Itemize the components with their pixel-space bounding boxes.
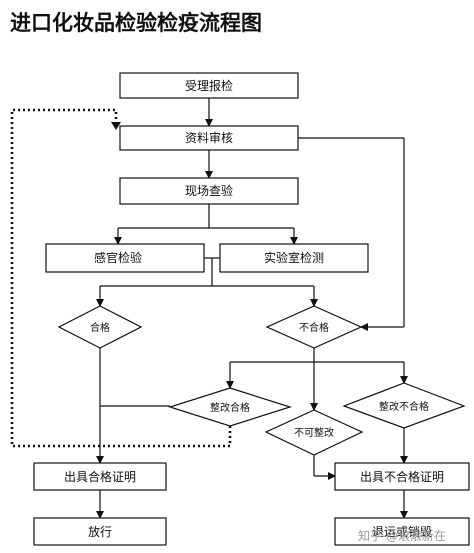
- svg-text:不可整改: 不可整改: [294, 426, 334, 439]
- decision-fail: 不合格: [265, 305, 363, 349]
- node-review: 资料审核: [119, 125, 299, 151]
- svg-text:实验室检测: 实验室检测: [264, 250, 324, 265]
- decision-not-rectifiable: 不可整改: [264, 409, 364, 456]
- watermark-text: 知乎 @滚滚新在: [358, 528, 446, 543]
- node-onsite: 现场查验: [119, 177, 299, 205]
- svg-text:出具合格证明: 出具合格证明: [64, 469, 136, 484]
- svg-text:出具不合格证明: 出具不合格证明: [360, 469, 444, 484]
- svg-text:放行: 放行: [88, 524, 112, 539]
- connectors: [96, 98, 408, 519]
- svg-text:整改不合格: 整改不合格: [379, 400, 429, 413]
- decision-rectify-pass: 整改合格: [168, 387, 292, 427]
- node-lab: 实验室检测: [219, 243, 369, 273]
- node-accept: 受理报检: [119, 72, 299, 99]
- node-pass-cert: 出具合格证明: [33, 462, 167, 491]
- node-release: 放行: [33, 517, 167, 546]
- feedback-arrowhead: [111, 122, 121, 130]
- svg-text:退运或销毁: 退运或销毁: [372, 524, 432, 539]
- decision-rectify-fail: 整改不合格: [342, 382, 466, 429]
- svg-text:受理报检: 受理报检: [185, 78, 233, 93]
- svg-text:合格: 合格: [90, 321, 110, 334]
- feedback-loop: [10, 108, 232, 448]
- svg-text:感官检验: 感官检验: [94, 250, 142, 265]
- node-fail-cert: 出具不合格证明: [334, 462, 470, 491]
- svg-text:资料审核: 资料审核: [185, 130, 233, 145]
- node-return-destroy: 退运或销毁: [334, 517, 470, 546]
- decision-pass: 合格: [57, 305, 143, 349]
- svg-text:现场查验: 现场查验: [185, 183, 233, 198]
- svg-text:不合格: 不合格: [299, 321, 329, 334]
- page-title: 进口化妆品检验检疫流程图: [10, 11, 262, 35]
- node-sensory: 感官检验: [45, 243, 205, 273]
- svg-text:整改合格: 整改合格: [210, 401, 250, 414]
